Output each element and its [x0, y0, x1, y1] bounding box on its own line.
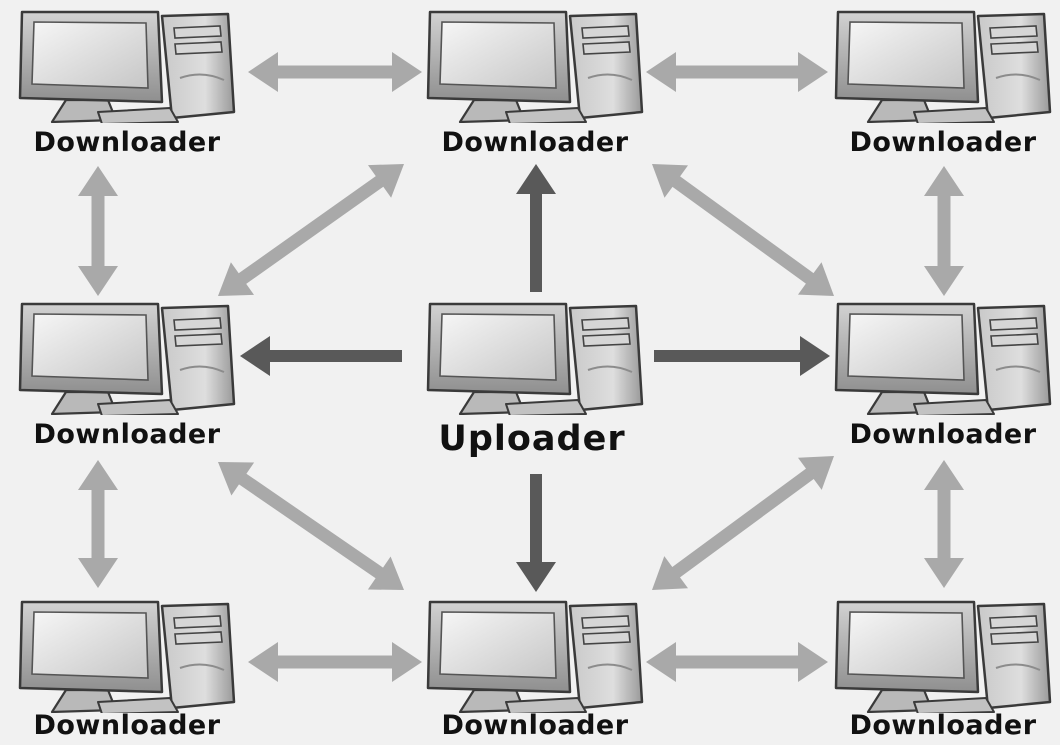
downloader-label-middle-left: Downloader	[33, 419, 221, 450]
downloader-label-top-center: Downloader	[441, 127, 629, 158]
upload-arrow-center-to-top-center	[516, 164, 556, 292]
upload-arrow-center-to-middle-left	[240, 336, 402, 376]
computer-icon-middle-right	[834, 302, 1052, 415]
peer-arrow-bottom-left-to-bottom-center	[248, 642, 422, 682]
uploader-label-center: Uploader	[438, 419, 626, 459]
peer-arrow-middle-right-to-bottom-right	[924, 460, 964, 588]
downloader-label-middle-right: Downloader	[849, 419, 1037, 450]
downloader-label-bottom-right: Downloader	[849, 710, 1037, 741]
peer-arrow-middle-left-to-top-center	[218, 164, 404, 296]
downloader-label-bottom-center: Downloader	[441, 710, 629, 741]
upload-arrow-center-to-middle-right	[654, 336, 830, 376]
computer-icon-bottom-center	[426, 600, 644, 713]
computer-icon-top-left	[18, 10, 236, 123]
peer-arrow-top-center-to-middle-right	[652, 164, 834, 296]
computer-icon-top-center	[426, 10, 644, 123]
computer-icon-center	[426, 302, 644, 415]
computer-icon-bottom-left	[18, 600, 236, 713]
peer-arrow-top-left-to-top-center	[248, 52, 422, 92]
peer-arrow-bottom-center-to-middle-right	[652, 456, 834, 590]
peer-arrow-bottom-center-to-bottom-right	[646, 642, 828, 682]
computer-icon-bottom-right	[834, 600, 1052, 713]
peer-arrow-middle-left-to-bottom-center	[218, 462, 404, 590]
peer-arrow-top-right-to-middle-right	[924, 166, 964, 296]
upload-arrow-center-to-bottom-center	[516, 474, 556, 592]
peer-arrow-top-center-to-top-right	[646, 52, 828, 92]
computer-icon-top-right	[834, 10, 1052, 123]
downloader-label-top-left: Downloader	[33, 127, 221, 158]
computer-icon-middle-left	[18, 302, 236, 415]
downloader-label-top-right: Downloader	[849, 127, 1037, 158]
peer-arrow-middle-left-to-bottom-left	[78, 460, 118, 588]
peer-arrow-top-left-to-middle-left	[78, 166, 118, 296]
downloader-label-bottom-left: Downloader	[33, 710, 221, 741]
